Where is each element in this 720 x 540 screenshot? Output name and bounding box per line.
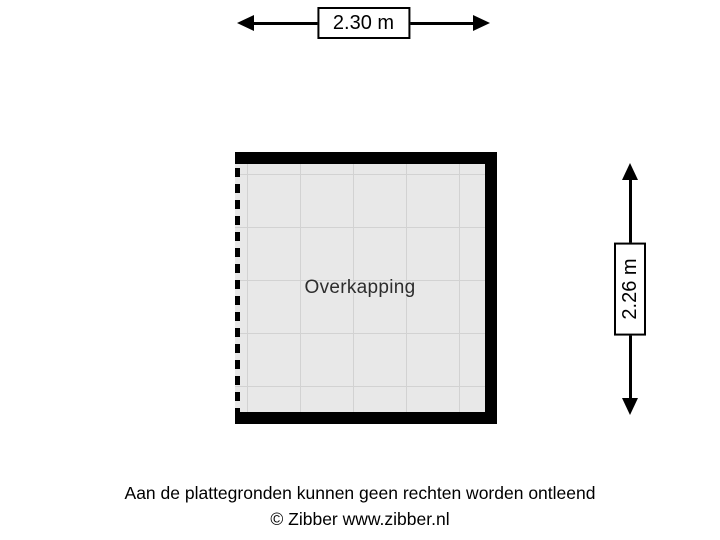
width-dimension-arrow: 2.30 m: [237, 7, 490, 39]
room-overkapping: Overkapping: [235, 152, 497, 424]
room-floor: Overkapping: [235, 164, 485, 412]
arrowhead-left-icon: [237, 15, 254, 31]
arrowhead-up-icon: [622, 163, 638, 180]
height-dimension-arrow: 2.26 m: [614, 163, 646, 415]
width-dimension-label: 2.30 m: [316, 7, 411, 39]
open-side-dashed-wall: [235, 152, 240, 424]
disclaimer-text: Aan de plattegronden kunnen geen rechten…: [124, 483, 596, 503]
arrowhead-right-icon: [473, 15, 490, 31]
arrowhead-down-icon: [622, 398, 638, 415]
room-label: Overkapping: [304, 277, 416, 298]
height-dimension-label: 2.26 m: [614, 242, 646, 336]
copyright-text: © Zibber www.zibber.nl: [270, 509, 450, 529]
